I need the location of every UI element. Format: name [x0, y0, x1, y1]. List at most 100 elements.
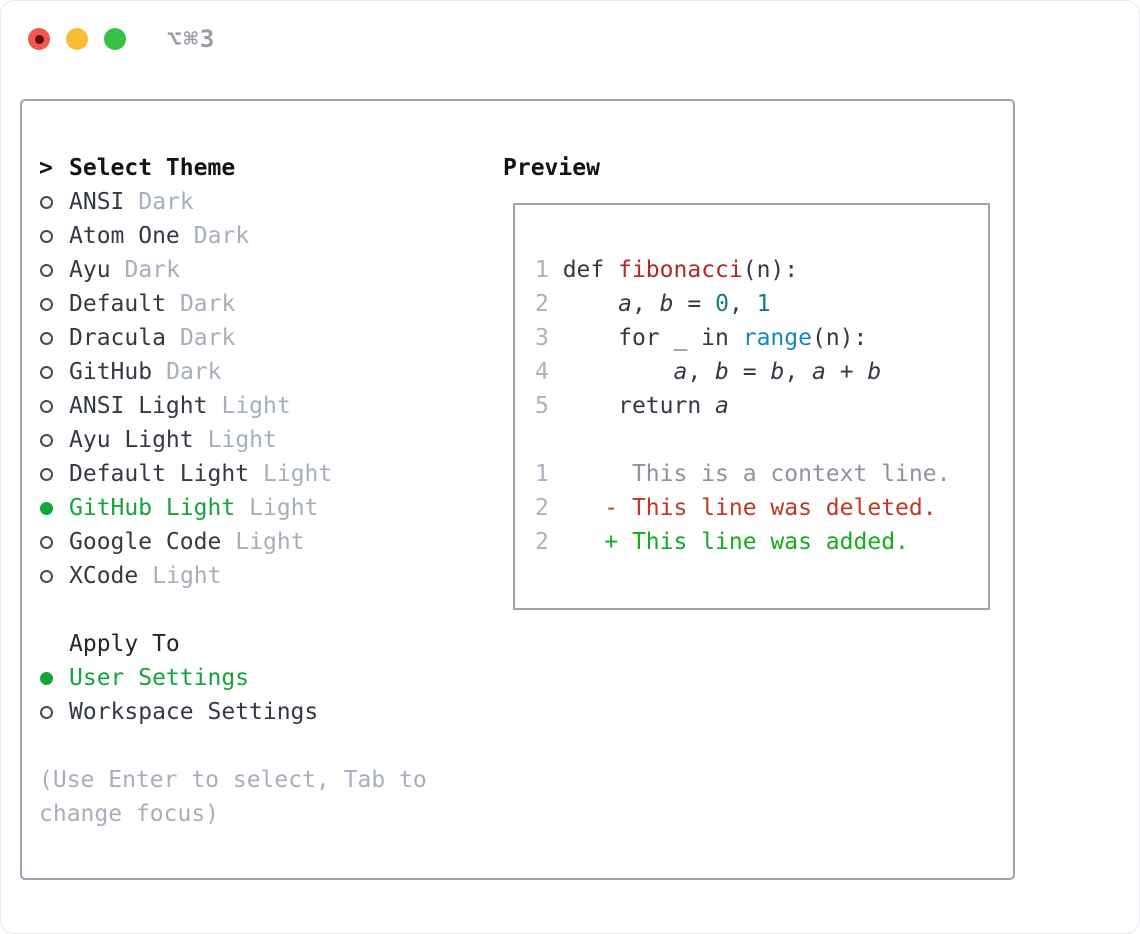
code-line: 2 - This line was deleted.	[535, 491, 988, 525]
code-segment-plain: ,	[728, 291, 757, 317]
item-variant-label: Dark	[124, 257, 180, 283]
item-variant-label: Dark	[138, 189, 194, 215]
code-segment-deleted: - This line was deleted.	[548, 495, 937, 521]
code-segment-var: b	[715, 359, 729, 385]
code-line: 1 This is a context line.	[535, 457, 988, 491]
item-label: ANSI Light	[69, 393, 208, 419]
item-variant-label: Light	[152, 563, 222, 589]
item-variant-label: Dark	[179, 291, 236, 317]
item-variant-label: Light	[221, 393, 291, 419]
code-segment-plain: return	[548, 393, 716, 419]
code-segment-func: fibonacci	[618, 257, 743, 283]
item-variant-label: Dark	[166, 359, 222, 385]
code-segment-var: a	[673, 359, 688, 385]
code-line: 3 for _ in range(n):	[535, 321, 988, 355]
theme-item[interactable]: Dracula Dark	[39, 321, 449, 355]
code-line: 2 a, b = 0, 1	[535, 287, 988, 321]
item-label: Ayu Light	[69, 427, 194, 453]
close-button[interactable]	[28, 28, 50, 50]
code-segment-plain: +	[825, 359, 868, 385]
theme-item[interactable]: XCode Light	[39, 559, 449, 593]
code-segment-plain: for _ in	[548, 325, 743, 351]
radio-circle	[40, 399, 53, 413]
code-segment-plain: ,	[631, 291, 660, 317]
theme-item[interactable]: GitHub Light Light	[39, 491, 449, 525]
code-segment-var: b	[770, 359, 785, 385]
code-segment-plain: ,	[784, 359, 813, 385]
code-segment-plain	[549, 291, 618, 317]
item-label: Atom One	[69, 223, 180, 249]
code-segment-ln: 2	[535, 495, 549, 521]
item-variant-label: Dark	[193, 223, 250, 249]
code-segment-var: a	[715, 393, 729, 419]
radio-circle	[40, 229, 53, 243]
code-segment-added: + This line was added.	[548, 529, 909, 555]
theme-picker-header: > Select Theme	[39, 151, 449, 185]
radio-selected-icon	[39, 671, 69, 685]
maximize-button[interactable]	[104, 28, 126, 50]
radio-icon	[39, 535, 69, 549]
code-segment-ln: 1	[535, 461, 549, 487]
theme-item[interactable]: ANSI Dark	[39, 185, 449, 219]
code-line: 1 def fibonacci(n):	[535, 253, 988, 287]
radio-icon	[39, 263, 69, 277]
theme-item[interactable]: Ayu Dark	[39, 253, 449, 287]
code-segment-plain: =	[728, 359, 771, 385]
radio-circle	[40, 331, 53, 345]
code-segment-var: a	[812, 359, 826, 385]
apply-to-title: Apply To	[69, 631, 180, 657]
item-variant-label: Dark	[179, 325, 236, 351]
code-line: 4 a, b = b, a + b	[535, 355, 988, 389]
theme-item[interactable]: Atom One Dark	[39, 219, 449, 253]
apply-to-header: Apply To	[39, 627, 449, 661]
item-label: GitHub	[69, 359, 153, 385]
theme-item[interactable]: ANSI Light Light	[39, 389, 449, 423]
item-variant-label: Light	[249, 495, 319, 521]
help-hint: (Use Enter to select, Tab to change focu…	[39, 767, 441, 827]
title-bar: ⌥⌘3	[1, 1, 1139, 77]
code-segment-context: This is a context line.	[548, 461, 951, 487]
code-segment-ln: 3	[535, 325, 549, 351]
item-label: GitHub Light	[69, 495, 236, 521]
theme-picker-title: Select Theme	[69, 155, 236, 181]
theme-item[interactable]: GitHub Dark	[39, 355, 449, 389]
item-label: XCode	[69, 563, 139, 589]
code-segment-builtin: range	[742, 325, 812, 351]
code-segment-plain	[549, 359, 674, 385]
radio-icon	[39, 331, 69, 345]
code-segment-plain: =	[673, 291, 716, 317]
radio-selected-icon	[39, 501, 69, 515]
radio-icon	[39, 569, 69, 583]
radio-icon	[39, 195, 69, 209]
code-segment-num: 0	[715, 291, 729, 317]
item-label: Dracula	[69, 325, 166, 351]
radio-circle	[40, 433, 53, 447]
radio-circle	[40, 297, 53, 311]
code-segment-ln: 2	[535, 291, 549, 317]
radio-circle	[40, 365, 53, 379]
item-label: Default	[69, 291, 166, 317]
radio-circle	[40, 195, 53, 209]
radio-circle	[40, 569, 53, 583]
item-label: Ayu	[69, 257, 111, 283]
radio-circle	[40, 671, 53, 685]
item-label: Google Code	[69, 529, 222, 555]
item-label: ANSI	[69, 189, 125, 215]
minimize-button[interactable]	[66, 28, 88, 50]
spacer	[39, 729, 449, 763]
apply-to-option[interactable]: User Settings	[39, 661, 449, 695]
spacer	[39, 593, 449, 627]
radio-circle	[40, 263, 53, 277]
apply-to-option[interactable]: Workspace Settings	[39, 695, 449, 729]
radio-icon	[39, 365, 69, 379]
radio-circle	[40, 467, 53, 481]
preview-title: Preview	[503, 155, 600, 181]
theme-item[interactable]: Default Dark	[39, 287, 449, 321]
